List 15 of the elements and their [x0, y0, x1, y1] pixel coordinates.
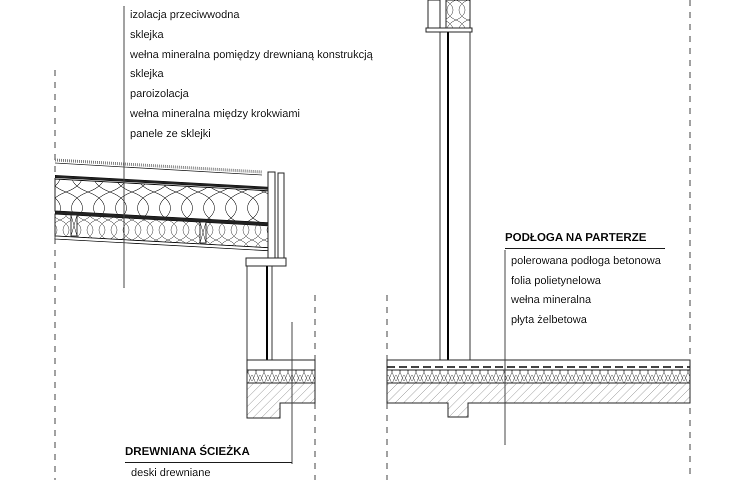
section-heading: PODŁOGA NA PARTERZE	[505, 232, 665, 249]
layer-label: wełna mineralna między krokwiami	[130, 106, 301, 122]
layer-label: wełna mineralna pomiędzy drewnianą konstrukcją	[130, 48, 374, 63]
section-heading: DREWNIANA ŚCIEŻKA	[125, 446, 292, 463]
layer-label: panele ze sklejki	[130, 126, 212, 142]
layer-label: sklejka	[130, 67, 165, 82]
leader-line	[504, 250, 506, 446]
layer-label: folia polietynelowa	[510, 274, 602, 288]
layer-label: sklejka	[130, 28, 165, 43]
layer-label: paroizolacja	[130, 87, 190, 102]
layer-label: izolacja przeciwwodna	[130, 8, 240, 23]
layer-label: wełna mineralna	[510, 293, 592, 308]
layer-label: płyta żelbetowa	[510, 312, 588, 328]
layer-label: polerowana podłoga betonowa	[510, 254, 662, 269]
layer-label: deski drewniane	[130, 466, 212, 480]
